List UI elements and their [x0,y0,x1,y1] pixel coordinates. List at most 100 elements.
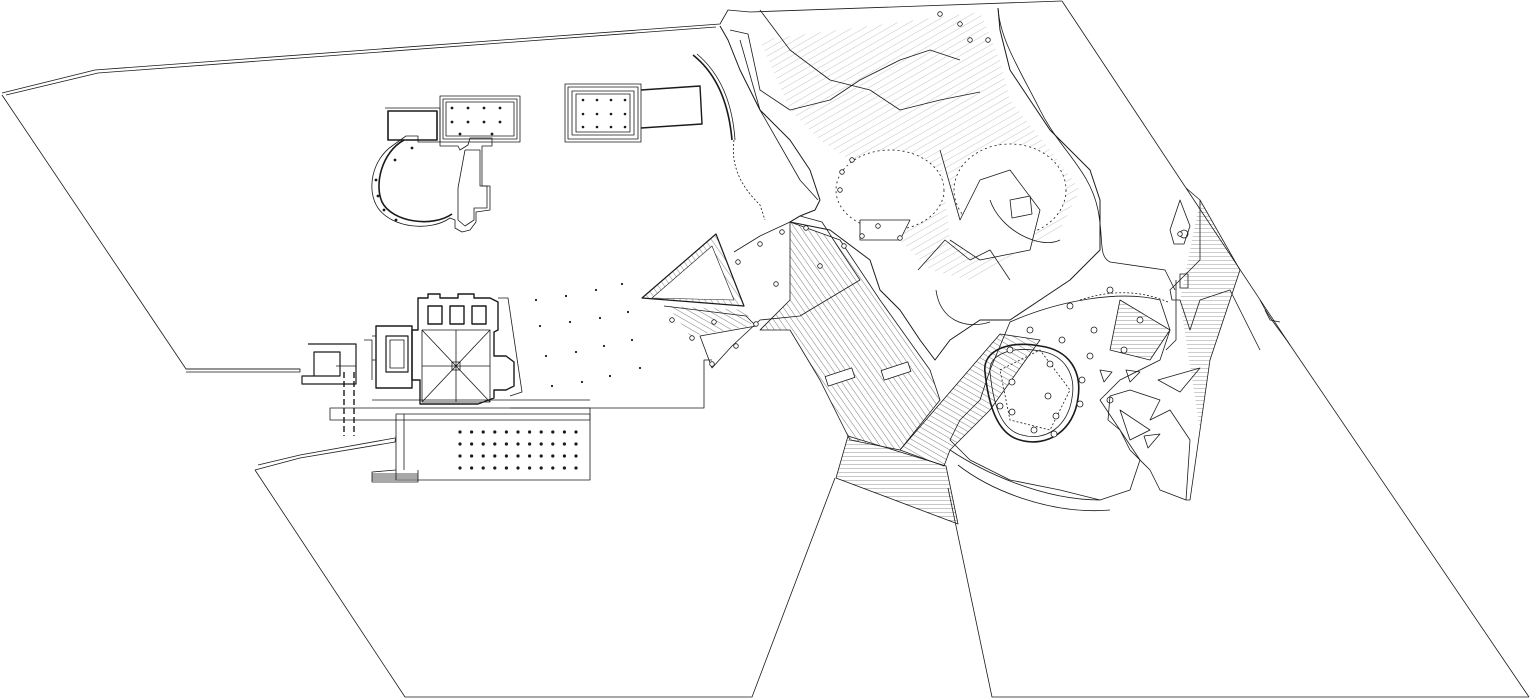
hall-column [528,454,532,458]
hall-column [516,430,520,434]
forecourt-dot [598,316,602,320]
forecourt-dot [564,294,568,298]
tree-circle [1106,286,1114,294]
forecourt-dot [602,344,606,348]
tree-circle [967,37,973,43]
lower-boundary-right [947,487,1529,698]
tree-circle [1078,376,1086,384]
forecourt-dot [538,324,542,328]
hall-column [539,454,543,458]
hall-column [562,442,567,446]
tree-circle [875,223,881,229]
building-main-complex [186,293,523,436]
tree-circle [1086,352,1094,360]
tree-circle [1136,316,1144,324]
hall-column [504,454,508,458]
hall-column [574,454,578,458]
hall-column [551,466,555,470]
hall-column [528,430,532,434]
hall-column [539,442,543,446]
stair-block [835,435,959,525]
tree-circle [817,263,823,269]
hall-column [528,442,532,446]
hall-column [504,466,508,470]
curved-wall [692,54,733,141]
hall-column [516,466,520,470]
hall-column [458,454,462,458]
forecourt-dot [534,298,538,302]
tree-circle [735,259,741,265]
hall-column [551,430,555,434]
triangle-plaza [641,215,861,369]
tree-circle [1120,346,1128,354]
tree-circle [859,233,865,239]
tree-circle [1052,412,1060,420]
tree-circle [1044,392,1052,400]
building-pavilion [564,83,703,143]
hall-column [516,454,520,458]
hall-column [481,466,485,470]
hall-column [470,442,474,446]
hall-column [481,430,485,434]
tree-circle [1050,430,1058,438]
tree-circle [897,235,903,241]
hall-column [539,466,543,470]
right-stairs [1165,187,1291,501]
tree-circle [937,11,943,17]
hall-column [539,430,543,434]
tree-circle [1026,326,1034,334]
tree-circle [711,319,717,325]
tree-circle [1066,302,1074,310]
hall-column [470,466,474,470]
forecourt-dot [626,310,630,314]
tree-circle [733,343,739,349]
tree-circle [773,281,779,287]
building-chapel [371,95,521,233]
hall-column [493,442,497,446]
tree-circle [689,335,695,341]
hall-column [493,466,497,470]
hall-column [493,454,497,458]
forecourt-dot [608,374,612,378]
tree-circle [985,37,991,43]
hall-column [574,430,578,434]
hatched-ramp [899,333,1041,467]
forecourt-dot [550,384,554,388]
forecourt-dot [574,350,578,354]
hall-column [470,454,474,458]
forecourt-dot [568,320,572,324]
forecourt-dots [534,282,642,388]
tree-circle [1006,346,1014,354]
garden-trees [669,11,1183,367]
forecourt-dot [594,288,598,292]
hall-column-grid [458,430,578,470]
tree-circle [1177,231,1183,237]
tree-circle [669,317,675,323]
forecourt-edge [510,359,712,409]
hall-column [458,430,462,434]
hatched-terrace-band [759,221,941,451]
tree-circle [709,361,715,367]
tree-circle [1008,408,1016,416]
forecourt-dot [630,338,634,342]
tree-circle [841,243,847,249]
hall-column [481,454,485,458]
hall-column [562,430,567,434]
tree-circle [1046,360,1054,368]
hall-column [562,466,567,470]
tree-circle [1008,378,1016,386]
tree-circle [839,169,845,175]
tree-circle [849,157,855,163]
tree-circle [996,402,1004,410]
hall-column [562,454,567,458]
tree-circle [1030,426,1038,434]
site-boundary-left-inner [5,26,717,96]
hall-column [493,430,497,434]
oval-court [949,292,1171,512]
forecourt-dot [638,366,642,370]
tree-circle [803,225,809,231]
tree-circle [779,229,785,235]
tree-circle [753,321,759,327]
hall-column [551,454,555,458]
